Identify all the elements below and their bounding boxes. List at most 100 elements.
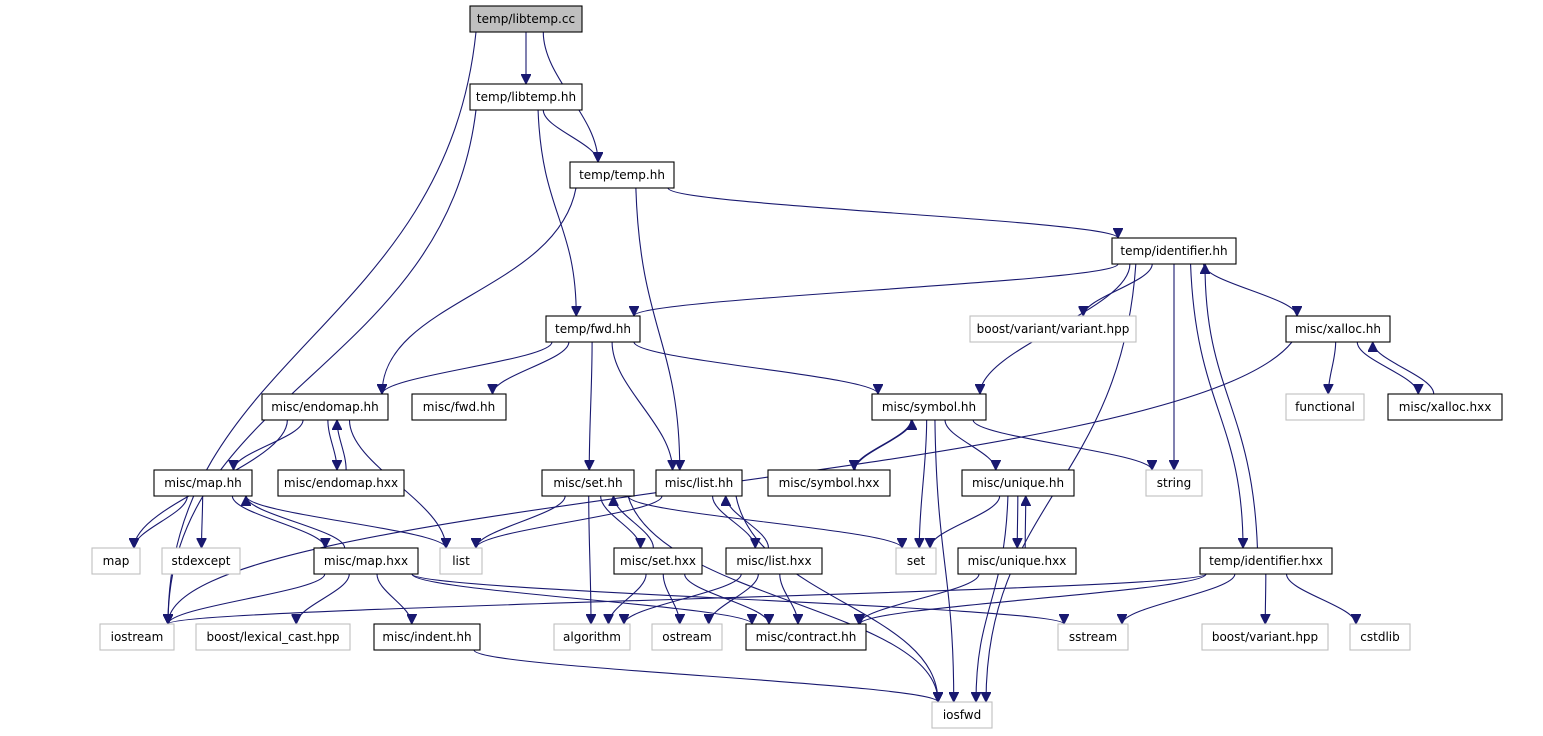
- node-xalloc-hxx[interactable]: misc/xalloc.hxx: [1387, 393, 1503, 421]
- node-box: [469, 83, 583, 111]
- node-box: [313, 547, 419, 575]
- node-set-hh[interactable]: misc/set.hh: [541, 469, 635, 497]
- node-label: temp/libtemp.hh: [476, 90, 576, 104]
- node-label: misc/xalloc.hxx: [1399, 400, 1492, 414]
- edge-set_hh-to-iosfwd: [627, 495, 938, 702]
- node-algorithm: algorithm: [553, 623, 631, 651]
- node-label: ostream: [662, 630, 711, 644]
- edge-symbol_hh-to-unique_hh: [944, 419, 996, 471]
- node-misc-fwd-hh[interactable]: misc/fwd.hh: [411, 393, 507, 421]
- node-label: cstdlib: [1360, 630, 1399, 644]
- edge-list_hxx-to-contract_hh: [779, 573, 798, 625]
- node-box: [277, 469, 405, 497]
- edge-identifier_hxx-to-cstdlib: [1285, 573, 1356, 625]
- edge-unique_hxx-to-contract_hh: [859, 573, 980, 625]
- edge-identifier_hh-to-boost_variant_variant: [1083, 263, 1153, 317]
- node-iostream: iostream: [99, 623, 175, 651]
- node-endomap-hxx[interactable]: misc/endomap.hxx: [277, 469, 405, 497]
- node-unique-hxx[interactable]: misc/unique.hxx: [957, 547, 1077, 575]
- node-label: algorithm: [563, 630, 621, 644]
- node-box: [439, 547, 483, 575]
- edge-identifier_hh-to-fwd_hh: [634, 263, 1119, 317]
- node-string: string: [1145, 469, 1203, 497]
- edges-layer: [134, 31, 1435, 703]
- node-label: iostream: [111, 630, 164, 644]
- node-map: map: [91, 547, 141, 575]
- edge-symbol_hh-to-string: [972, 419, 1152, 471]
- node-boost-variant-variant: boost/variant/variant.hpp: [969, 315, 1137, 343]
- edge-fwd_hh-to-set_hh: [589, 341, 592, 470]
- node-label: misc/set.hh: [553, 476, 622, 490]
- node-label: sstream: [1069, 630, 1117, 644]
- node-unique-hh[interactable]: misc/unique.hh: [961, 469, 1075, 497]
- node-symbol-hxx[interactable]: misc/symbol.hxx: [767, 469, 891, 497]
- edge-map_hh-to-map_hxx: [231, 495, 325, 549]
- node-label: misc/endomap.hxx: [284, 476, 398, 490]
- edge-identifier_hh-to-xalloc_hh: [1202, 263, 1297, 317]
- node-box: [373, 623, 481, 651]
- node-libtemp-hh[interactable]: temp/libtemp.hh: [469, 83, 583, 111]
- edge-temp_hh-to-endomap_hh: [382, 187, 577, 394]
- node-map-hxx[interactable]: misc/map.hxx: [313, 547, 419, 575]
- node-temp-hh[interactable]: temp/temp.hh: [569, 161, 675, 189]
- edge-fwd_hh-to-list_hh: [611, 341, 672, 470]
- node-box: [931, 701, 993, 729]
- node-box: [651, 623, 723, 651]
- edge-identifier_hxx-to-boost_variant: [1265, 573, 1266, 624]
- node-label: misc/set.hxx: [620, 554, 696, 568]
- node-label: misc/symbol.hh: [882, 400, 976, 414]
- edge-xalloc_hxx-to-xalloc_hh: [1373, 341, 1435, 395]
- node-label: misc/list.hxx: [736, 554, 811, 568]
- node-contract-hh[interactable]: misc/contract.hh: [745, 623, 867, 651]
- edge-identifier_hxx-to-sstream: [1122, 573, 1236, 625]
- edge-list_hh-to-list_hxx: [711, 495, 756, 549]
- edge-endomap_hh-to-endomap_hxx: [327, 419, 337, 470]
- edge-map_hxx-to-iostream: [168, 573, 326, 625]
- edge-map_hh-to-map: [134, 495, 188, 549]
- node-label: misc/symbol.hxx: [779, 476, 880, 490]
- node-identifier-hh[interactable]: temp/identifier.hh: [1111, 237, 1237, 265]
- node-box: [469, 5, 583, 33]
- node-label: misc/unique.hh: [972, 476, 1064, 490]
- node-boost-lexical-cast: boost/lexical_cast.hpp: [195, 623, 351, 651]
- node-cstdlib: cstdlib: [1349, 623, 1411, 651]
- node-label: temp/identifier.hxx: [1209, 554, 1323, 568]
- node-symbol-hh[interactable]: misc/symbol.hh: [871, 393, 987, 421]
- node-label: misc/map.hxx: [324, 554, 408, 568]
- node-box: [161, 547, 241, 575]
- node-xalloc-hh[interactable]: misc/xalloc.hh: [1285, 315, 1391, 343]
- edge-list_hxx-to-list_hh: [726, 495, 770, 549]
- edge-endomap_hh-to-map_hh: [234, 419, 304, 471]
- edge-indent_hh-to-iosfwd: [473, 649, 938, 703]
- node-fwd-hh[interactable]: temp/fwd.hh: [545, 315, 641, 343]
- edge-unique_hxx-to-unique_hh: [1025, 496, 1026, 549]
- edge-set_hxx-to-algorithm: [609, 573, 647, 625]
- node-endomap-hh[interactable]: misc/endomap.hh: [261, 393, 389, 421]
- edge-map_hxx-to-indent_hh: [376, 573, 412, 625]
- node-label: set: [907, 554, 926, 568]
- node-box: [261, 393, 389, 421]
- edge-set_hxx-to-contract_hh: [684, 573, 769, 625]
- node-box: [541, 469, 635, 497]
- edge-xalloc_hh-to-functional: [1328, 341, 1337, 394]
- edge-unique_hh-to-unique_hxx: [1017, 495, 1018, 548]
- node-box: [957, 547, 1077, 575]
- edge-set_hh-to-algorithm: [589, 495, 591, 624]
- node-box: [1285, 315, 1391, 343]
- node-set-hxx[interactable]: misc/set.hxx: [613, 547, 703, 575]
- node-indent-hh[interactable]: misc/indent.hh: [373, 623, 481, 651]
- edge-libtemp_hh-to-temp_hh: [542, 109, 598, 163]
- edge-identifier_hh-to-identifier_hxx: [1190, 263, 1243, 548]
- node-identifier-hxx[interactable]: temp/identifier.hxx: [1199, 547, 1333, 575]
- edge-fwd_hh-to-misc_fwd_hh: [493, 341, 570, 395]
- node-list-hxx[interactable]: misc/list.hxx: [725, 547, 823, 575]
- node-map-hh[interactable]: misc/map.hh: [153, 469, 253, 497]
- node-box: [895, 547, 937, 575]
- node-libtemp-cc[interactable]: temp/libtemp.cc: [469, 5, 583, 33]
- node-label: temp/temp.hh: [579, 168, 665, 182]
- node-box: [1387, 393, 1503, 421]
- node-box: [961, 469, 1075, 497]
- edge-endomap_hxx-to-endomap_hh: [337, 420, 347, 471]
- node-list-hh[interactable]: misc/list.hh: [655, 469, 743, 497]
- node-box: [553, 623, 631, 651]
